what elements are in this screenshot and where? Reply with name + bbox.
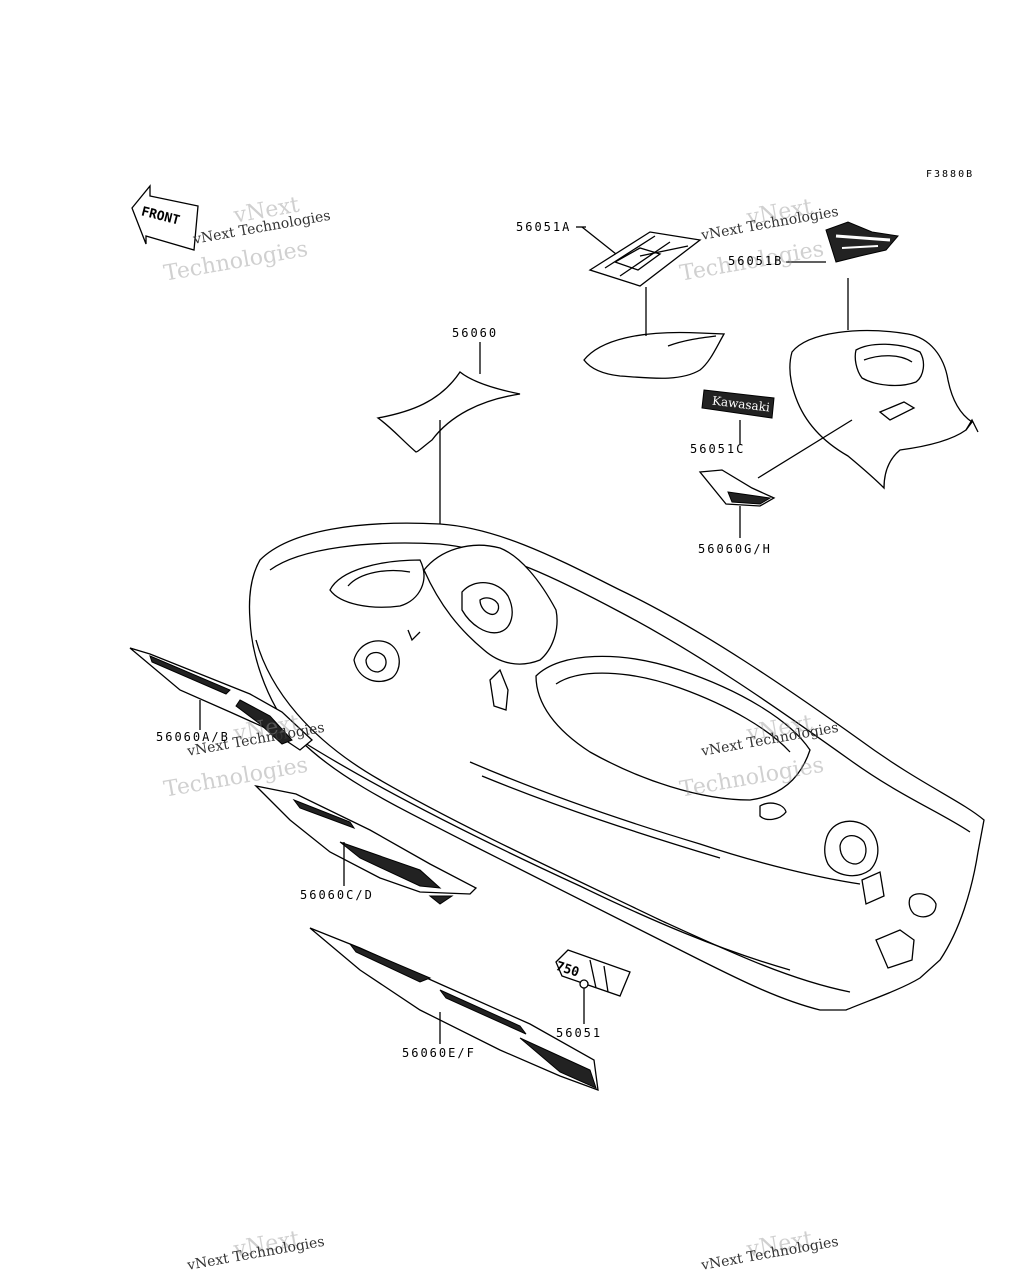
decal-56051a xyxy=(588,231,702,287)
part-label-56051c: 56051C xyxy=(690,442,746,456)
part-label-56051b: 56051B xyxy=(728,254,784,268)
decal-56060 xyxy=(376,371,521,453)
decal-56060ef xyxy=(309,927,599,1091)
decal-56051b xyxy=(825,221,899,263)
seat-cover xyxy=(583,331,726,379)
decal-56060gh xyxy=(698,469,776,507)
part-label-56060gh: 56060G/H xyxy=(698,542,772,556)
part-label-56051a: 56051A xyxy=(516,220,572,234)
badge-sticker-text: 750 xyxy=(554,959,581,981)
figure-code: F3880B xyxy=(926,169,975,180)
front-arrow-icon: FRONT xyxy=(131,184,199,251)
hull xyxy=(248,522,985,1011)
part-label-56060: 56060 xyxy=(452,326,499,340)
part-label-56051: 56051 xyxy=(556,1026,603,1040)
decal-56051: 750 xyxy=(554,949,631,997)
decal-56060ab xyxy=(129,647,313,751)
decal-56051c: Kawasaki xyxy=(701,389,775,419)
part-label-56060ab: 56060A/B xyxy=(156,730,230,744)
decal-56060cd xyxy=(254,784,478,905)
part-label-56060cd: 56060C/D xyxy=(300,888,374,902)
hood-cover xyxy=(789,329,979,490)
part-label-56060ef: 56060E/F xyxy=(402,1046,476,1060)
